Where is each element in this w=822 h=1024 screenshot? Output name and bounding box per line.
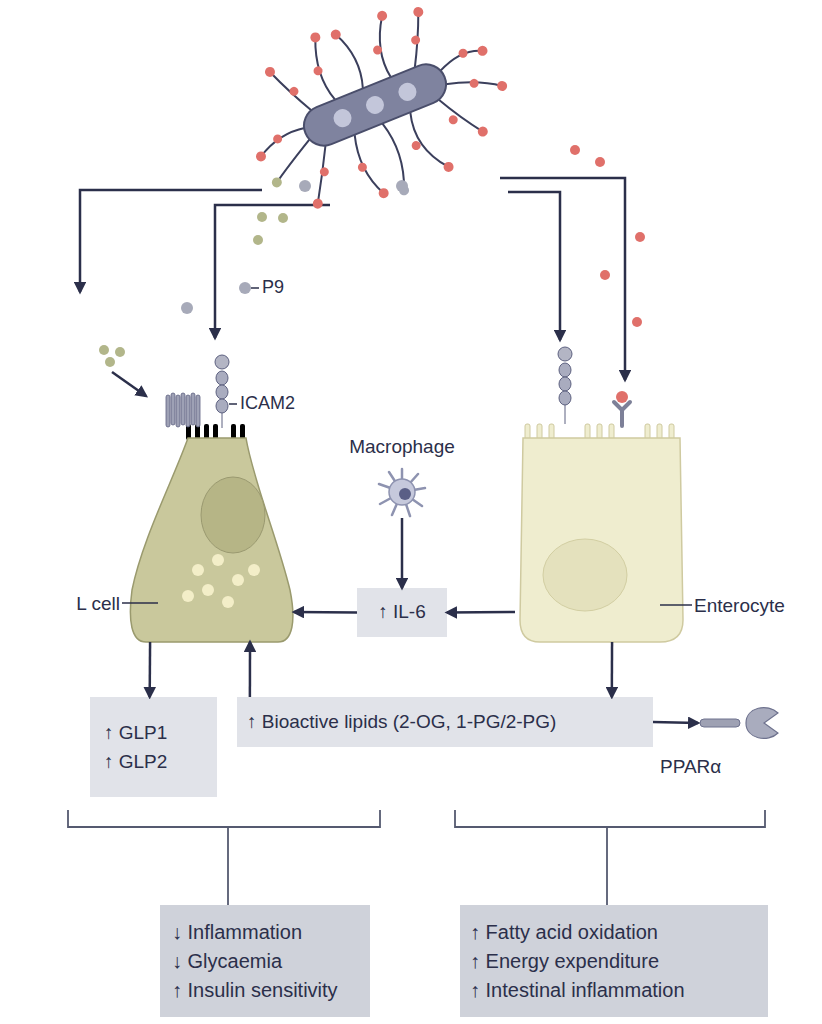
l-cell-shape: [128, 420, 294, 642]
cell-label: Macrophage: [349, 435, 455, 460]
macrophage-cell-shape: [377, 466, 427, 518]
part-label: P9: [262, 277, 284, 298]
process-box: ↑ Bioactive lipids (2-OG, 1-PG/2-PG): [237, 697, 653, 747]
box-text: ↑ Intestinal inflammation: [470, 976, 758, 1005]
part-label: ICAM2: [240, 393, 295, 414]
flow-arrow: [249, 642, 252, 697]
secreted-molecules: [99, 145, 645, 367]
flow-arrow: [447, 611, 515, 614]
macrophage-cell: Macrophage: [377, 466, 427, 518]
flow-arrow: [653, 722, 698, 723]
brackets: [68, 810, 765, 905]
enterocyte-cell: Enterocyte: [515, 420, 688, 642]
outcome-box: ↑ Fatty acid oxidation↑ Energy expenditu…: [460, 905, 768, 1017]
lipid-receptor: [614, 391, 630, 426]
signal-arrows: [80, 178, 625, 396]
box-text: ↑ Insulin sensitivity: [172, 976, 358, 1005]
icam2-receptor: [215, 347, 572, 428]
box-text: ↓ Glycaemia: [172, 947, 358, 976]
enterocyte-cell-shape: [515, 420, 688, 642]
receptor-icon: PPARα: [698, 705, 780, 741]
flow-arrow: [401, 518, 404, 588]
box-text: ↓ Inflammation: [172, 918, 358, 947]
box-text: ↑ Energy expenditure: [470, 947, 758, 976]
cell-label: PPARα: [660, 755, 721, 780]
box-text: ↑ Fatty acid oxidation: [470, 918, 758, 947]
cell-label: L cell: [76, 592, 120, 617]
flow-arrow: [294, 611, 357, 614]
bacterium: [221, 0, 531, 242]
cell-label: Enterocyte: [694, 594, 785, 619]
box-text: ↑ IL-6: [378, 600, 426, 625]
receptor-icon-shape: [698, 705, 780, 741]
process-box: ↑ IL-6: [357, 588, 447, 637]
box-text: ↑ Bioactive lipids (2-OG, 1-PG/2-PG): [247, 710, 643, 735]
process-box: ↑ GLP1↑ GLP2: [90, 697, 217, 797]
box-text: ↑ GLP2: [104, 747, 203, 776]
flow-arrow: [611, 642, 614, 697]
l-cell: L cell: [128, 420, 294, 642]
outcome-box: ↓ Inflammation↓ Glycaemia↑ Insulin sensi…: [160, 905, 370, 1017]
box-text: ↑ GLP1: [104, 718, 203, 747]
gpcr-receptor: [166, 393, 200, 427]
flow-arrow: [148, 642, 151, 697]
